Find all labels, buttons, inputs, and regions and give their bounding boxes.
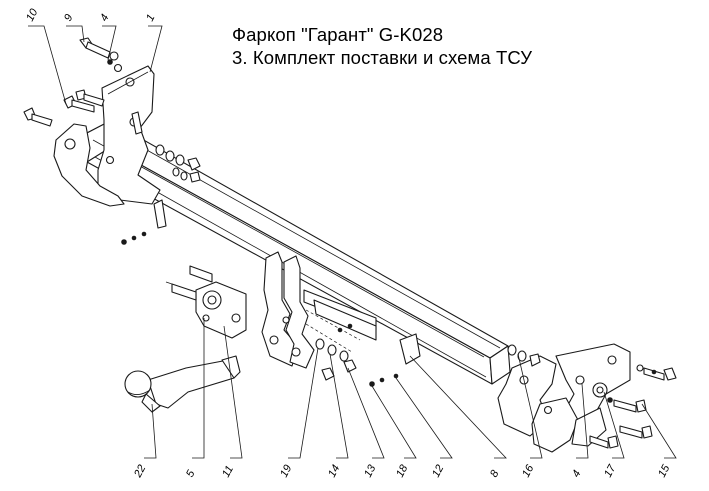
fasteners <box>23 37 677 449</box>
drawing-subtitle: 3. Комплект поставки и схема ТСУ <box>232 47 533 68</box>
callout-5: 5 <box>184 468 198 480</box>
callout-labels: 10 9 4 1 22 5 11 19 14 13 18 12 8 16 4 1… <box>24 6 673 480</box>
callout-22: 22 <box>132 463 149 480</box>
cross-beam <box>84 120 511 385</box>
callout-19: 19 <box>278 463 294 479</box>
callout-4-bottom: 4 <box>570 468 583 479</box>
callout-8: 8 <box>488 468 502 480</box>
right-bracket <box>497 343 631 453</box>
callout-18: 18 <box>394 462 411 479</box>
ball-mount-plate <box>165 265 247 339</box>
callout-10: 10 <box>24 6 41 23</box>
callout-1: 1 <box>144 12 157 23</box>
callout-14: 14 <box>326 463 342 479</box>
callout-11: 11 <box>220 464 236 480</box>
leader-lines <box>28 25 677 459</box>
left-bracket <box>53 65 161 207</box>
tow-ball <box>124 355 241 413</box>
drawing-title: Фаркоп "Гарант" G-K028 <box>232 24 444 45</box>
callout-9: 9 <box>62 12 75 23</box>
callout-15: 15 <box>656 462 673 479</box>
callout-12: 12 <box>430 463 446 479</box>
callout-13: 13 <box>362 462 379 479</box>
center-bracket <box>261 251 421 369</box>
callout-17: 17 <box>602 462 619 479</box>
callout-16: 16 <box>520 462 537 479</box>
callout-4-top: 4 <box>98 12 111 23</box>
